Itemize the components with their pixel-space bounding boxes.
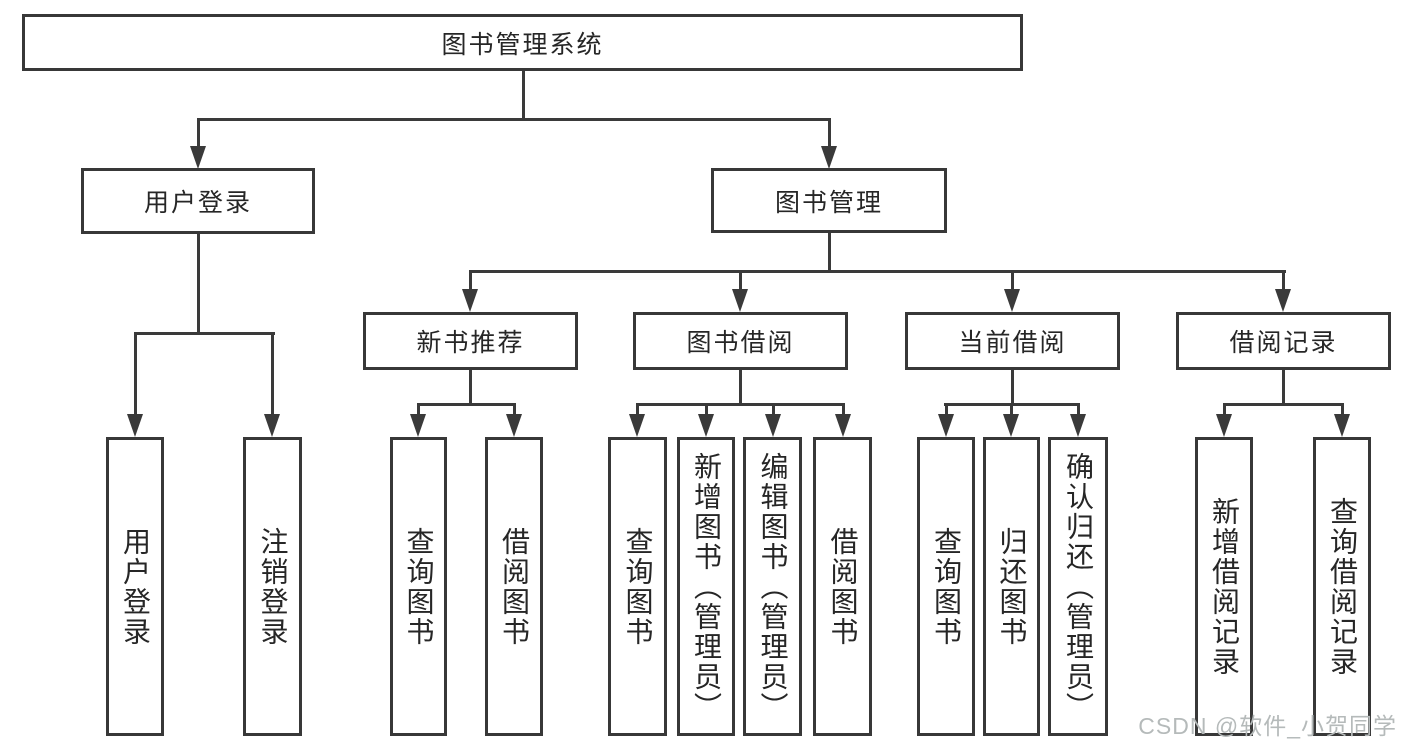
- connector-leaf-stem: [1010, 403, 1013, 416]
- leaf-logout-label: 注销登录: [257, 526, 289, 647]
- connector-level1-bar: [197, 118, 831, 121]
- connector-leaf-stem: [513, 403, 516, 416]
- arrowhead-leaf: [629, 414, 645, 437]
- arrowhead-leaf: [1334, 414, 1350, 437]
- arrowhead-leaf: [506, 414, 522, 437]
- leaf-current-query: 查询图书: [917, 437, 975, 736]
- node-root-label: 图书管理系统: [441, 30, 604, 59]
- connector-level2-stem: [739, 270, 742, 291]
- arrowhead-user-login: [190, 146, 206, 169]
- connector-user-login-down: [197, 232, 200, 335]
- leaf-newbook-borrow-label: 借阅图书: [499, 526, 530, 647]
- node-user-login: 用户登录: [81, 168, 315, 234]
- leaf-record-query: 查询借阅记录: [1313, 437, 1371, 736]
- leaf-user-login-label: 用户登录: [120, 526, 151, 647]
- leaf-record-query-label: 查询借阅记录: [1327, 496, 1358, 677]
- arrowhead-leaf: [698, 414, 714, 437]
- leaf-current-return-label: 归还图书: [996, 526, 1028, 647]
- node-borrow-record: 借阅记录: [1176, 312, 1391, 370]
- arrowhead-leaf: [1003, 414, 1019, 437]
- leaf-borrow-edit-admin: 编辑图书（管理员）: [743, 437, 802, 736]
- leaf-user-login: 用户登录: [106, 437, 164, 736]
- connector-level2-stem: [469, 270, 472, 291]
- connector-current-borrow-down: [1011, 369, 1014, 406]
- arrowhead-book-borrow: [732, 289, 748, 312]
- node-current-borrow-label: 当前借阅: [958, 329, 1067, 357]
- node-book-mgmt-label: 图书管理: [774, 188, 883, 217]
- connector-leaf-stem: [1077, 403, 1080, 416]
- connector-book-mgmt-down: [828, 231, 831, 273]
- connector-user-login-bar: [134, 332, 275, 335]
- connector-leaf-stem: [1223, 403, 1226, 416]
- leaf-borrow-borrow-label: 借阅图书: [827, 526, 859, 647]
- connector-leaf-stem: [705, 403, 708, 416]
- connector-leaf-stem: [271, 332, 274, 415]
- connector-new-book-bar: [417, 403, 516, 406]
- watermark-text: CSDN @软件_小贺同学: [1138, 713, 1397, 739]
- leaf-borrow-add-admin: 新增图书（管理员）: [677, 437, 735, 736]
- connector-borrow-record-down: [1282, 369, 1285, 406]
- leaf-borrow-borrow: 借阅图书: [813, 437, 872, 736]
- leaf-newbook-query-label: 查询图书: [403, 526, 435, 647]
- connector-level2-stem: [1282, 270, 1285, 291]
- node-book-mgmt: 图书管理: [711, 168, 947, 233]
- leaf-newbook-borrow: 借阅图书: [485, 437, 543, 736]
- node-new-book-rec-label: 新书推荐: [416, 329, 525, 357]
- connector-leaf-stem: [842, 403, 845, 416]
- connector-leaf-stem: [134, 332, 137, 415]
- arrowhead-new-book: [462, 289, 478, 312]
- connector-root-stem: [522, 70, 525, 120]
- connector-leaf-stem: [417, 403, 420, 416]
- connector-new-book-down: [469, 369, 472, 406]
- node-current-borrow: 当前借阅: [905, 312, 1120, 370]
- node-book-borrow-label: 图书借阅: [686, 329, 795, 357]
- connector-book-borrow-bar: [636, 403, 845, 406]
- connector-level2-stem: [1011, 270, 1014, 291]
- leaf-current-query-label: 查询图书: [931, 526, 962, 647]
- connector-leaf-stem: [772, 403, 775, 416]
- leaf-logout: 注销登录: [243, 437, 302, 736]
- connector-leaf-stem: [636, 403, 639, 416]
- leaf-record-add-label: 新增借阅记录: [1209, 496, 1240, 677]
- connector-leaf-stem: [945, 403, 948, 416]
- arrowhead-leaf: [127, 414, 143, 437]
- arrowhead-current-borrow: [1004, 289, 1020, 312]
- arrowhead-leaf: [1216, 414, 1232, 437]
- node-borrow-record-label: 借阅记录: [1229, 329, 1338, 357]
- leaf-borrow-add-admin-label: 新增图书（管理员）: [691, 451, 722, 722]
- leaf-current-return: 归还图书: [983, 437, 1040, 736]
- arrowhead-leaf: [765, 414, 781, 437]
- connector-leaf-stem: [1341, 403, 1344, 416]
- connector-book-mgmt-stem: [828, 118, 831, 148]
- connector-level2-bar: [469, 270, 1286, 273]
- leaf-borrow-edit-admin-label: 编辑图书（管理员）: [757, 451, 789, 722]
- connector-book-borrow-down: [739, 369, 742, 406]
- leaf-current-confirm-admin: 确认归还（管理员）: [1048, 437, 1108, 736]
- leaf-current-confirm-admin-label: 确认归还（管理员）: [1063, 451, 1094, 722]
- arrowhead-leaf: [410, 414, 426, 437]
- connector-user-login-stem: [197, 118, 200, 148]
- node-new-book-rec: 新书推荐: [363, 312, 578, 370]
- leaf-borrow-query: 查询图书: [608, 437, 667, 736]
- arrowhead-leaf: [938, 414, 954, 437]
- leaf-borrow-query-label: 查询图书: [622, 526, 654, 647]
- node-book-borrow: 图书借阅: [633, 312, 848, 370]
- connector-borrow-record-bar: [1223, 403, 1344, 406]
- leaf-newbook-query: 查询图书: [390, 437, 447, 736]
- arrowhead-leaf: [264, 414, 280, 437]
- arrowhead-borrow-record: [1275, 289, 1291, 312]
- arrowhead-book-mgmt: [821, 146, 837, 169]
- node-root: 图书管理系统: [22, 14, 1023, 71]
- arrowhead-leaf: [1070, 414, 1086, 437]
- leaf-record-add: 新增借阅记录: [1195, 437, 1253, 736]
- node-user-login-label: 用户登录: [143, 189, 252, 217]
- arrowhead-leaf: [835, 414, 851, 437]
